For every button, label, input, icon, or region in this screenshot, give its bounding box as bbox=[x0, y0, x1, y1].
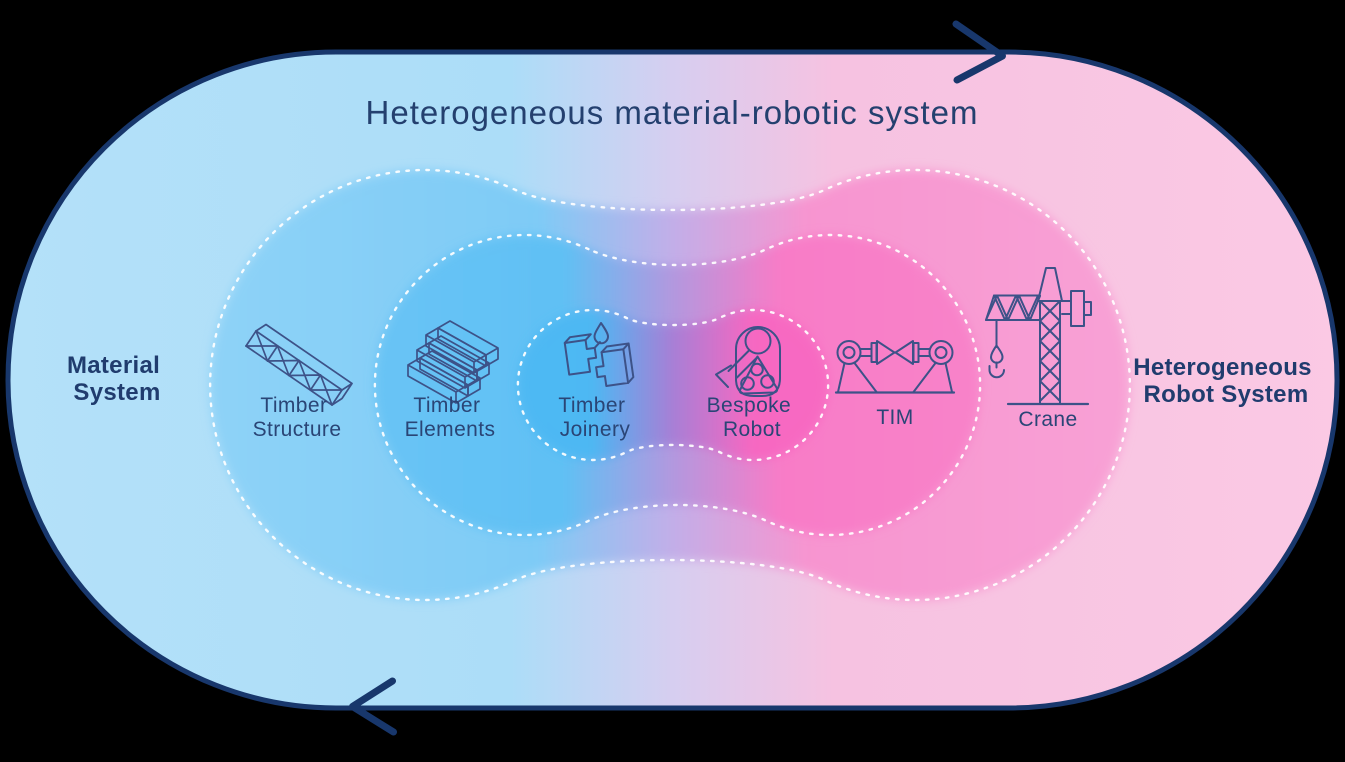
item-label: Timber Structure bbox=[253, 394, 342, 441]
item-label: Timber Joinery bbox=[558, 394, 631, 441]
item-timber-elements: Timber Elements bbox=[405, 320, 499, 441]
item-tim: TIM bbox=[834, 340, 956, 429]
tower-crane-icon bbox=[985, 267, 1092, 406]
glue-droplet-icon bbox=[593, 322, 609, 345]
item-label: TIM bbox=[876, 406, 913, 429]
material-system-label: Material System bbox=[67, 352, 167, 406]
level-3-dashed-boundary bbox=[516, 308, 830, 462]
flow-arrow-top-right-icon bbox=[952, 20, 1006, 84]
page-title: Heterogeneous material-robotic system bbox=[366, 94, 979, 131]
truss-icon bbox=[245, 323, 353, 406]
item-bespoke-robot: Bespoke Robot bbox=[707, 326, 798, 441]
dual-robot-arms-icon bbox=[834, 340, 956, 394]
level-2-dashed-boundary bbox=[373, 233, 982, 537]
lumber-stack-icon bbox=[407, 320, 499, 404]
item-label: Bespoke Robot bbox=[707, 394, 798, 441]
item-timber-joinery: Timber Joinery bbox=[558, 322, 635, 441]
robot-system-label: Heterogeneous Robot System bbox=[1133, 354, 1319, 408]
item-label: Crane bbox=[1018, 408, 1077, 431]
flow-arrow-bottom-left-icon bbox=[349, 677, 397, 736]
item-label: Timber Elements bbox=[405, 394, 496, 441]
bespoke-robot-icon bbox=[715, 326, 781, 397]
item-crane: Crane bbox=[985, 267, 1092, 431]
item-timber-structure: Timber Structure bbox=[245, 323, 353, 441]
joinery-glue-icon bbox=[563, 322, 635, 387]
